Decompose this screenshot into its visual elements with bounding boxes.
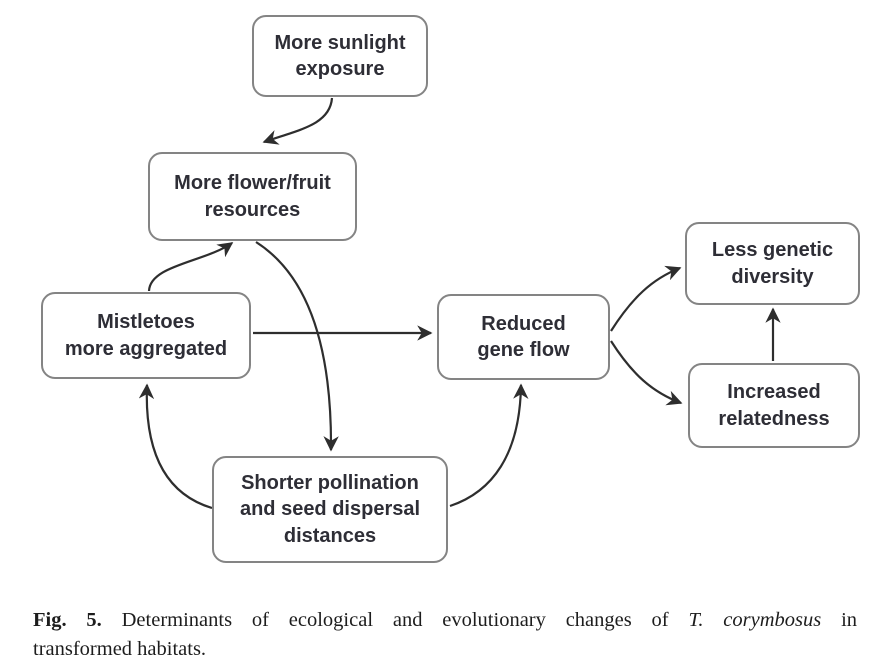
arrow-mistletoes-to-flower <box>147 242 234 292</box>
figure-caption: Fig. 5. Determinants of ecological and e… <box>33 606 857 664</box>
node-more-sunlight-exposure: More sunlight exposure <box>252 15 428 97</box>
caption-line-1: Fig. 5. Determinants of ecological and e… <box>33 606 857 635</box>
node-label: More sunlight exposure <box>274 31 406 80</box>
caption-species-name: T. corymbosus <box>688 609 822 631</box>
arrow-flower-to-shorter <box>255 241 339 452</box>
caption-text-a: Determinants of ecological and evolution… <box>121 609 669 631</box>
node-label: Less genetic diversity <box>711 239 834 288</box>
node-less-genetic-diversity: Less genetic diversity <box>685 222 860 305</box>
node-mistletoes-more-aggregated: Mistletoes more aggregated <box>41 292 251 379</box>
node-reduced-gene-flow: Reduced gene flow <box>437 294 610 380</box>
node-label: Mistletoes more aggregated <box>64 311 228 360</box>
arrow-reduced-to-increased <box>610 340 683 406</box>
node-label: More flower/fruit resources <box>174 172 331 221</box>
caption-line-2: transformed habitats. <box>33 638 207 660</box>
node-shorter-pollination-dispersal: Shorter pollination and seed dispersal d… <box>212 456 448 563</box>
arrow-layer <box>138 97 781 510</box>
node-label: Increased relatedness <box>718 381 830 430</box>
node-more-flower-fruit-resources: More flower/fruit resources <box>148 152 357 241</box>
diagram-canvas: More sunlight exposure More flower/fruit… <box>41 15 860 563</box>
node-label: Reduced gene flow <box>477 312 570 361</box>
arrow-sunlight-to-flower <box>262 97 334 145</box>
caption-text-b: in <box>841 609 858 631</box>
node-label: Shorter pollination and seed dispersal d… <box>239 471 421 547</box>
arrow-shorter-to-mistletoes <box>138 383 213 510</box>
caption-fig-label: Fig. 5. <box>33 609 102 631</box>
node-increased-relatedness: Increased relatedness <box>688 363 860 448</box>
arrow-shorter-to-reduced <box>449 383 529 508</box>
arrow-reduced-to-less <box>610 265 682 332</box>
